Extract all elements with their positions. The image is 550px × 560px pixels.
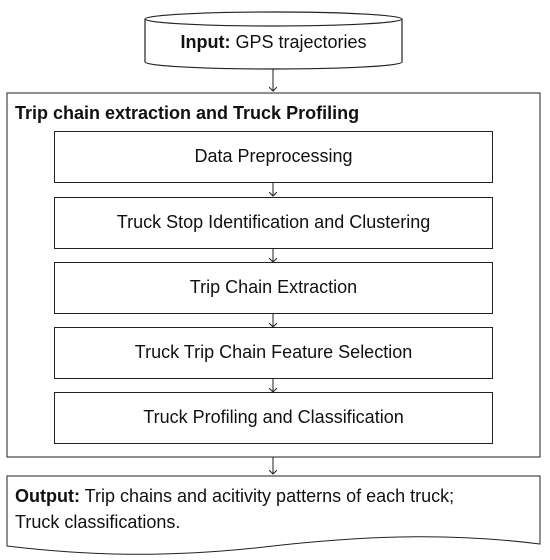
step-label: Trip Chain Extraction	[189, 277, 358, 298]
output-line-1-text: Trip chains and acitivity patterns of ea…	[79, 486, 455, 506]
output-document-shape	[6, 475, 541, 555]
step-label: Truck Stop Identification and Clustering	[116, 212, 431, 233]
step-label: Truck Profiling and Classification	[143, 407, 404, 428]
step-feature-selection: Truck Trip Chain Feature Selection	[54, 327, 493, 379]
output-label: Output: Trip chains and acitivity patter…	[15, 483, 535, 535]
input-prefix: Input:	[180, 31, 231, 52]
process-title: Trip chain extraction and Truck Profilin…	[15, 103, 360, 123]
step-label: Data Preprocessing	[194, 146, 353, 167]
step-truck-profiling: Truck Profiling and Classification	[54, 392, 493, 444]
step-label: Truck Trip Chain Feature Selection	[134, 342, 413, 363]
input-cylinder-shape	[144, 11, 403, 70]
step-data-preprocessing: Data Preprocessing	[54, 131, 493, 183]
input-label: Input: GPS trajectories	[145, 22, 402, 62]
output-prefix: Output:	[15, 486, 80, 506]
input-text: GPS trajectories	[230, 31, 367, 52]
step-truck-stop-identification: Truck Stop Identification and Clustering	[54, 197, 493, 249]
step-trip-chain-extraction: Trip Chain Extraction	[54, 262, 493, 314]
output-line-2: Truck classifications.	[15, 512, 181, 532]
output-line-1: Output: Trip chains and acitivity patter…	[15, 483, 535, 509]
